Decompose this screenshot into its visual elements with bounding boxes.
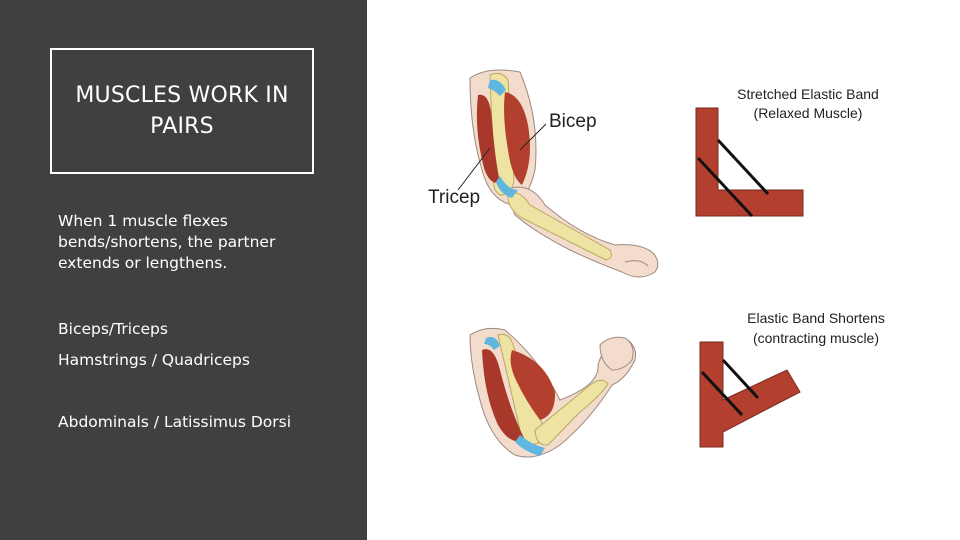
label-bicep: Bicep — [549, 111, 597, 132]
shortened-band-line-1 — [700, 370, 744, 417]
bicep-pointer-line — [519, 123, 547, 151]
stretched-band-board — [695, 107, 804, 218]
muscle-pair-diagram: Bicep Tricep Stretched Elastic Band (Rel… — [428, 69, 885, 458]
flexed-arm-illustration — [469, 327, 636, 458]
left-panel: MUSCLES WORK IN PAIRS When 1 muscle flex… — [0, 0, 367, 540]
shortened-band-line-2 — [721, 358, 760, 400]
label-tricep: Tricep — [428, 187, 480, 208]
tricep-pointer-line — [457, 147, 491, 191]
body-item-hamstrings-quadriceps: Hamstrings / Quadriceps — [58, 351, 250, 369]
title-box: MUSCLES WORK IN PAIRS — [50, 48, 314, 174]
label-stretched-band: Stretched Elastic Band — [737, 86, 879, 102]
stretched-band-line-1 — [696, 156, 754, 218]
label-relaxed-muscle: (Relaxed Muscle) — [754, 105, 863, 121]
stretched-band-line-2 — [716, 138, 770, 196]
body-item-biceps-triceps: Biceps/Triceps — [58, 320, 168, 338]
slide-title: MUSCLES WORK IN PAIRS — [75, 83, 289, 139]
label-contracting-muscle: (contracting muscle) — [753, 330, 879, 346]
body-item-abdominals-latissimus: Abdominals / Latissimus Dorsi — [58, 413, 292, 431]
extended-arm-illustration — [469, 69, 659, 278]
shortened-band-board — [699, 341, 801, 448]
body-paragraph-1: When 1 muscle flexes bends/shortens, the… — [58, 212, 276, 272]
label-band-shortens: Elastic Band Shortens — [747, 310, 885, 326]
